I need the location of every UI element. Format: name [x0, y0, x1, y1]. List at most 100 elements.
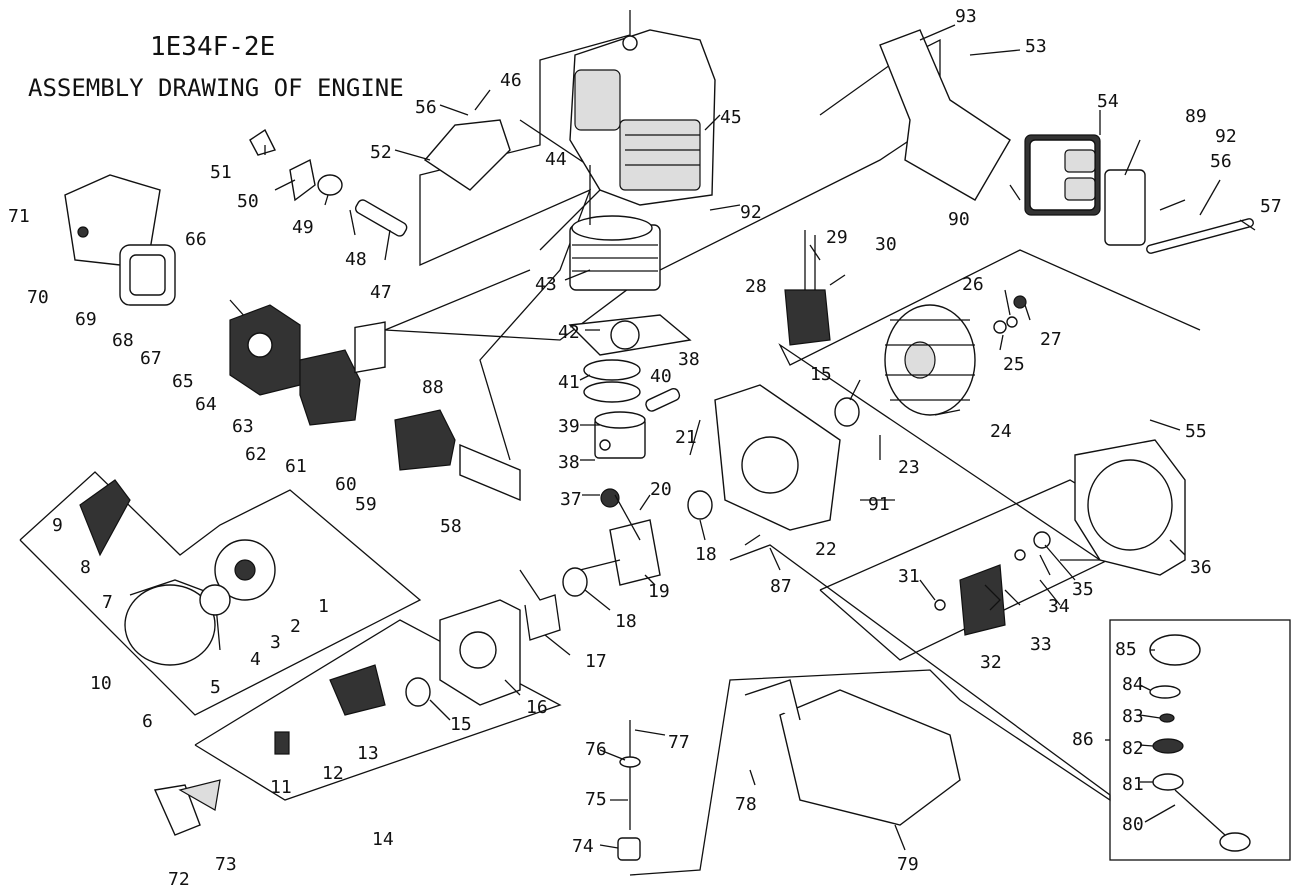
part-label-89: 89 [1185, 106, 1207, 127]
part-gasket-58 [459, 443, 521, 502]
part-label-24: 24 [990, 421, 1012, 442]
part-spark-plug [354, 199, 408, 237]
part-bearing-right [834, 397, 860, 427]
part-washer-25 [993, 320, 1007, 334]
part-label-37: 37 [560, 489, 582, 510]
part-cap-seal [1149, 685, 1181, 699]
part-label-23: 23 [898, 457, 920, 478]
part-label-69: 69 [75, 309, 97, 330]
part-label-92-right: 92 [1215, 126, 1237, 147]
part-label-66: 66 [185, 229, 207, 250]
part-label-87: 87 [770, 576, 792, 597]
part-label-82: 82 [1122, 738, 1144, 759]
part-label-34: 34 [1048, 596, 1070, 617]
model-title: 1E34F-2E [150, 32, 276, 62]
part-label-20: 20 [650, 479, 672, 500]
part-label-78: 78 [735, 794, 757, 815]
part-label-46: 46 [500, 70, 522, 91]
part-label-9: 9 [52, 515, 63, 536]
part-fuel-filter [617, 837, 641, 861]
part-clutch-bolt [1033, 531, 1051, 549]
part-label-22: 22 [815, 539, 837, 560]
part-label-19: 19 [648, 581, 670, 602]
part-starter-pawl-base [329, 664, 386, 716]
part-starter-spring [199, 584, 231, 616]
part-oil-seal-upper [687, 490, 713, 520]
part-label-28: 28 [745, 276, 767, 297]
part-label-38-lower: 38 [558, 452, 580, 473]
part-label-32: 32 [980, 652, 1002, 673]
part-label-72: 72 [168, 869, 190, 890]
part-oil-seal-lower [562, 567, 588, 597]
part-gasket-60 [354, 321, 386, 374]
part-label-59: 59 [355, 494, 377, 515]
part-label-45: 45 [720, 107, 742, 128]
part-label-49: 49 [292, 217, 314, 238]
part-label-15-left: 15 [450, 714, 472, 735]
part-crankcase-gasket [519, 569, 561, 641]
part-needle-bearing [600, 488, 620, 508]
part-label-86: 86 [1072, 729, 1094, 750]
part-piston-ring-top [583, 359, 641, 381]
part-label-6: 6 [142, 711, 153, 732]
part-label-44: 44 [545, 149, 567, 170]
part-bracket-72 [153, 784, 201, 836]
part-label-41: 41 [558, 372, 580, 393]
part-fuel-tank [744, 679, 961, 826]
part-label-53: 53 [1025, 36, 1047, 57]
part-label-2: 2 [290, 616, 301, 637]
part-ignition-coil [784, 289, 831, 346]
part-label-67: 67 [140, 348, 162, 369]
part-label-7: 7 [102, 592, 113, 613]
part-label-29: 29 [826, 227, 848, 248]
part-crankshaft [579, 494, 661, 586]
part-label-62: 62 [245, 444, 267, 465]
part-muffler-cover [1104, 169, 1146, 246]
part-label-18-lower: 18 [615, 611, 637, 632]
part-label-1: 1 [318, 596, 329, 617]
part-piston-pin [645, 387, 681, 412]
part-label-88: 88 [422, 377, 444, 398]
part-label-4: 4 [250, 649, 261, 670]
part-label-5: 5 [210, 677, 221, 698]
part-o-ring [317, 174, 343, 196]
part-label-93: 93 [955, 6, 977, 27]
part-label-26: 26 [962, 274, 984, 295]
part-label-70: 70 [27, 287, 49, 308]
part-label-47: 47 [370, 282, 392, 303]
part-label-55: 55 [1185, 421, 1207, 442]
part-label-33: 33 [1030, 634, 1052, 655]
part-clip-51 [249, 128, 277, 156]
part-label-71: 71 [8, 206, 30, 227]
part-recoil-starter [124, 579, 221, 666]
part-label-43: 43 [535, 274, 557, 295]
part-starter-handle [79, 479, 131, 557]
part-label-61: 61 [285, 456, 307, 477]
part-label-65: 65 [172, 371, 194, 392]
part-label-92-left: 92 [740, 202, 762, 223]
part-label-54: 54 [1097, 91, 1119, 112]
part-label-42: 42 [558, 322, 580, 343]
part-label-18-upper: 18 [695, 544, 717, 565]
part-muffler-bolt [1146, 218, 1254, 254]
part-label-50: 50 [237, 191, 259, 212]
part-pawl [274, 731, 290, 755]
part-label-3: 3 [270, 632, 281, 653]
part-fan-housing [1074, 439, 1186, 576]
part-label-13: 13 [357, 743, 379, 764]
part-label-85: 85 [1115, 639, 1137, 660]
part-piston-ring-bottom [583, 381, 641, 403]
part-clutch [959, 564, 1006, 636]
part-label-56-right: 56 [1210, 151, 1232, 172]
part-label-36: 36 [1190, 557, 1212, 578]
part-label-35: 35 [1072, 579, 1094, 600]
part-engine-cover [569, 29, 716, 206]
part-washer-34 [1014, 549, 1026, 561]
part-insulator [394, 409, 456, 471]
part-bearing-left [405, 677, 431, 707]
part-label-39: 39 [558, 416, 580, 437]
leader-lines [264, 24, 1256, 851]
part-label-51: 51 [210, 162, 232, 183]
part-label-14: 14 [372, 829, 394, 850]
